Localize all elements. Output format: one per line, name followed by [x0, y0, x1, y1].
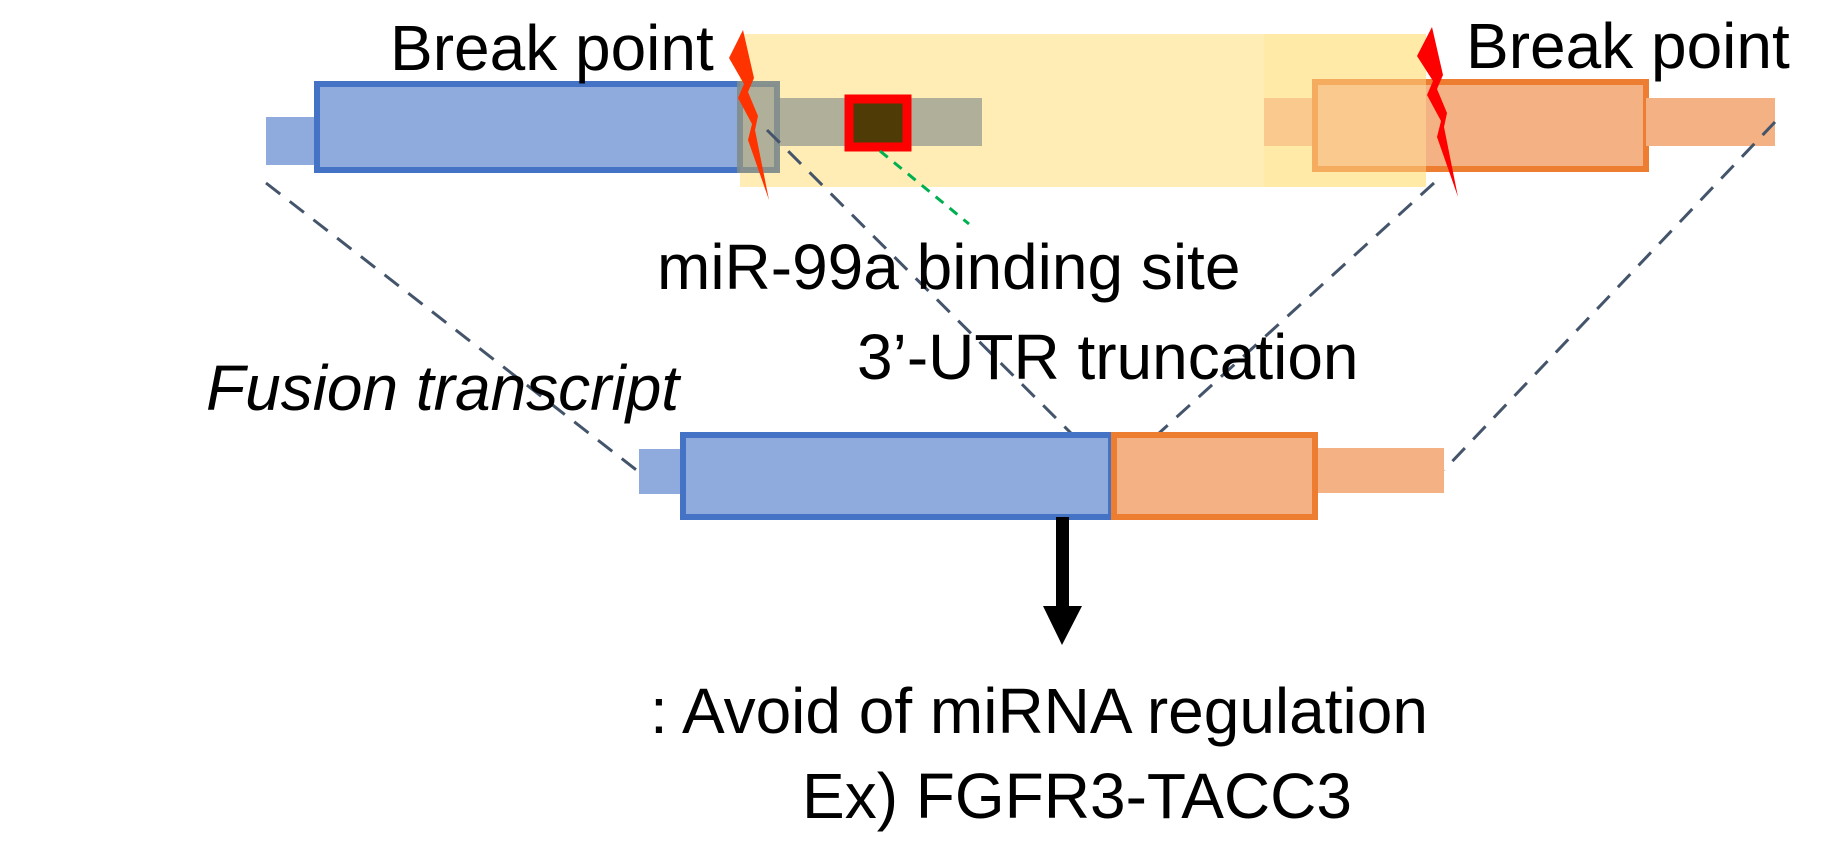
break-point-label-right: Break point — [1466, 10, 1790, 82]
gene3-highlight-overlap — [1264, 34, 1426, 187]
example-label: Ex) FGFR3-TACC3 — [802, 760, 1352, 832]
gene5-5utr — [266, 117, 316, 165]
break-point-label-left: Break point — [390, 12, 714, 84]
utr-truncation-label: 3’-UTR truncation — [857, 321, 1359, 393]
binding-site-pointer — [879, 149, 970, 226]
lightning-bolt-icon — [729, 30, 769, 200]
guide-line-right-outer — [1442, 120, 1777, 472]
gene3-5utr — [1264, 98, 1314, 146]
fusion-gene5-part — [680, 432, 1114, 520]
lightning-bolt-icon — [1417, 27, 1458, 197]
fusion-transcript — [639, 432, 1444, 520]
fusion-3utr — [1318, 448, 1444, 493]
fusion-transcript-label: Fusion transcript — [206, 352, 681, 424]
gene3-cds — [1312, 79, 1649, 172]
guide-line-left-break — [765, 128, 1115, 477]
mir99a-binding-site — [844, 94, 912, 152]
guide-line-left-outer — [265, 181, 640, 474]
gene3-prefusion — [1264, 34, 1775, 187]
result-label: : Avoid of miRNA regulation — [650, 675, 1428, 747]
guide-line-right-break — [1111, 181, 1436, 477]
arrow-down-icon — [1043, 517, 1082, 645]
guide-lines — [265, 120, 1777, 477]
fusion-5utr — [639, 449, 681, 494]
gene5-prefusion — [266, 81, 780, 173]
fusion-gene3-part — [1111, 432, 1318, 520]
binding-site-label: miR-99a binding site — [657, 231, 1240, 303]
gene5-cds — [314, 81, 780, 173]
gene3-3utr — [1646, 98, 1775, 146]
